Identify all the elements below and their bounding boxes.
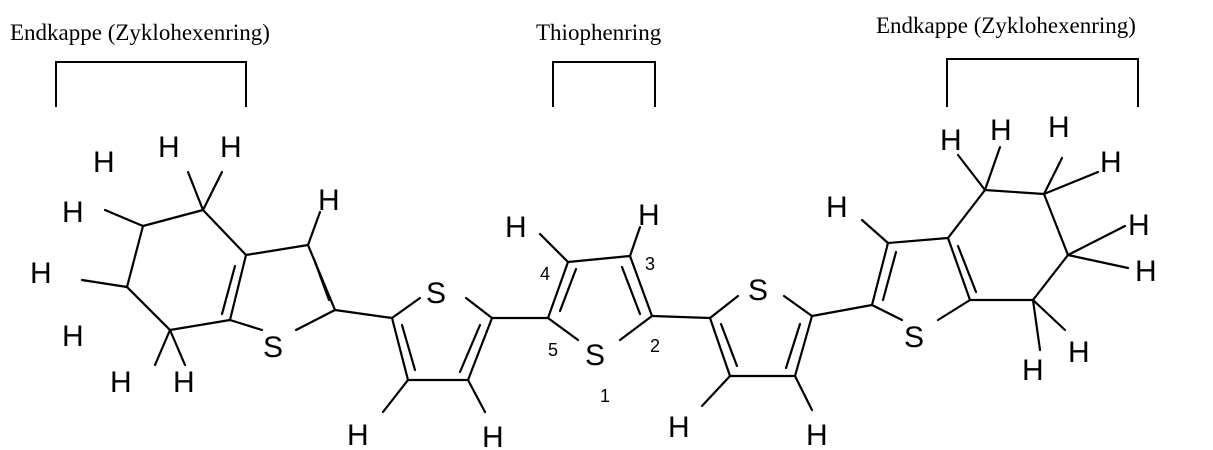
- sulfur-atom: S: [585, 339, 605, 372]
- hydrogen-atom: H: [62, 196, 84, 229]
- ring-position-1: 1: [600, 386, 610, 406]
- hydrogen-atom: H: [1048, 111, 1070, 144]
- hydrogen-atom: H: [505, 211, 527, 244]
- ring-position-3: 3: [645, 254, 655, 274]
- hydrogen-atom: H: [62, 320, 84, 353]
- thiophene-ring-center: [538, 225, 712, 342]
- hydrogen-atom: H: [1100, 146, 1122, 179]
- hydrogen-atom: H: [668, 411, 690, 444]
- hydrogen-atom: H: [806, 419, 828, 450]
- thiophene-ring-2: [381, 296, 550, 414]
- hydrogen-atom: H: [826, 191, 848, 224]
- bracket-left-endcap: [55, 61, 247, 107]
- hydrogen-atom: H: [940, 124, 962, 157]
- hydrogen-atom: H: [30, 257, 52, 290]
- ring-position-4: 4: [540, 264, 550, 284]
- sulfur-atom: S: [748, 274, 768, 307]
- thiophene-ring-4: [700, 294, 874, 412]
- hydrogen-atom: H: [318, 184, 340, 217]
- ring-position-2: 2: [650, 336, 660, 356]
- hydrogen-atom: H: [1022, 354, 1044, 387]
- bracket-right-endcap: [946, 58, 1139, 107]
- right-endcap-structure: [860, 145, 1130, 352]
- hydrogen-atom: H: [990, 114, 1012, 147]
- sulfur-atom: S: [426, 277, 446, 310]
- sulfur-atom: S: [263, 331, 283, 364]
- hydrogen-atom: H: [173, 366, 195, 399]
- hydrogen-atom: H: [93, 146, 115, 179]
- hydrogen-atom: H: [110, 366, 132, 399]
- label-left-endcap: Endkappe (Zyklohexenring): [10, 20, 270, 45]
- ring-position-5: 5: [548, 340, 558, 360]
- hydrogen-atom: H: [1128, 209, 1150, 242]
- hydrogen-atom: H: [482, 421, 504, 450]
- hydrogen-atom: H: [1135, 255, 1157, 288]
- label-right-endcap: Endkappe (Zyklohexenring): [876, 13, 1136, 38]
- sulfur-atom: S: [904, 321, 924, 354]
- hydrogen-atom: H: [347, 419, 369, 450]
- bracket-center-thiophene: [552, 61, 656, 107]
- hydrogen-atom: H: [158, 131, 180, 164]
- label-center-thiophene: Thiophenring: [536, 20, 662, 45]
- hydrogen-atom: H: [220, 131, 242, 164]
- hydrogen-atom: H: [1068, 336, 1090, 369]
- left-endcap-structure: [80, 170, 394, 367]
- hydrogen-atom: H: [638, 199, 660, 232]
